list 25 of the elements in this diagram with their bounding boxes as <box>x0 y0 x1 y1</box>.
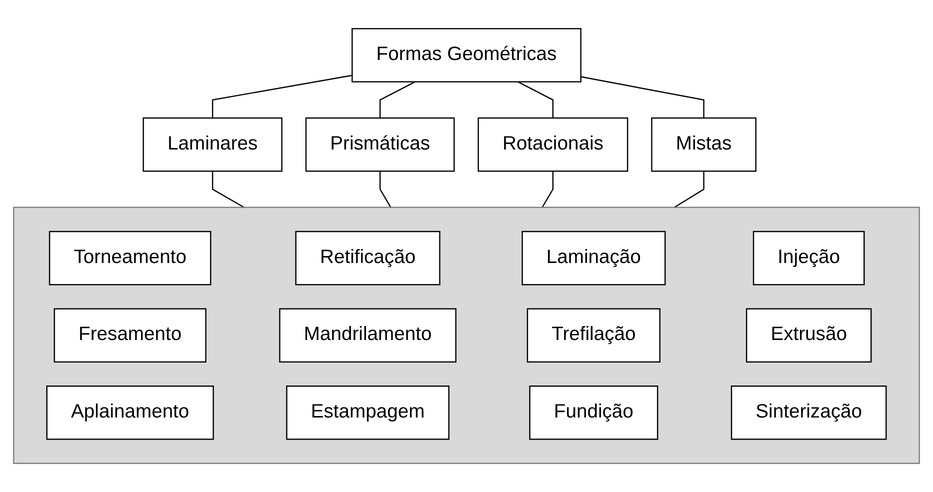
table-cell: Mandrilamento <box>279 308 456 363</box>
table-cell: Estampagem <box>286 385 450 440</box>
table-cell: Extrusão <box>746 308 872 363</box>
connector <box>212 74 352 118</box>
connector <box>212 171 244 208</box>
connector <box>580 76 704 118</box>
category-box: Formas Geométricas <box>352 28 582 82</box>
table-cell: Injeção <box>752 230 865 286</box>
category-box: Mistas <box>651 117 756 172</box>
table-cell: Retificação <box>295 230 440 286</box>
table-cell: Aplainamento <box>46 385 214 440</box>
table-cell: Trefilação <box>526 308 660 363</box>
table-cell: Fresamento <box>54 308 206 363</box>
table-cell: Fundição <box>529 385 658 440</box>
table-cell: Torneamento <box>48 230 212 286</box>
category-box: Laminares <box>142 117 282 172</box>
category-box: Prismáticas <box>305 117 455 172</box>
table-cell: Sinterização <box>730 385 887 440</box>
connector <box>518 81 554 118</box>
connector <box>542 171 554 208</box>
table-cell: Laminação <box>522 230 666 286</box>
connector <box>379 81 416 118</box>
connector <box>379 171 392 208</box>
connector <box>674 171 704 208</box>
category-box: Rotacionais <box>478 117 628 172</box>
